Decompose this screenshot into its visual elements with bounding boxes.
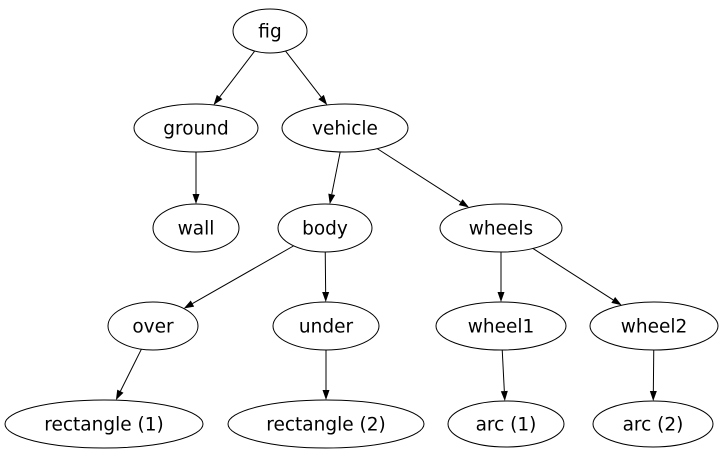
edge-fig-ground (214, 51, 255, 105)
edge-line (285, 51, 321, 97)
node-wheel2: wheel2 (590, 302, 718, 350)
arrowhead-icon (328, 194, 335, 204)
node-ground: ground (134, 104, 258, 152)
node-arc1: arc (1) (448, 401, 564, 447)
edge-line (377, 149, 460, 203)
edge-line (192, 246, 293, 304)
node-fig-label: fig (258, 21, 281, 42)
arrowhead-icon (193, 194, 200, 204)
node-rect1-label: rectangle (1) (44, 414, 163, 435)
edge-line (502, 350, 504, 391)
node-wheels-label: wheels (469, 218, 533, 239)
edge-vehicle-body (328, 152, 340, 204)
node-wheel2-label: wheel2 (621, 316, 688, 337)
edge-line (533, 248, 613, 299)
node-rect2-label: rectangle (2) (266, 414, 385, 435)
node-rect1: rectangle (1) (5, 400, 203, 448)
edge-body-over (184, 246, 294, 309)
node-fig: fig (233, 9, 307, 53)
edge-wheel2-arc2 (650, 350, 657, 401)
edge-line (220, 51, 255, 97)
edge-wheel1-arc1 (501, 350, 508, 401)
edge-over-rect1 (116, 349, 141, 400)
edge-fig-vehicle (285, 51, 327, 105)
node-wheel1: wheel1 (436, 302, 566, 350)
arrowhead-icon (318, 95, 327, 105)
node-over-label: over (132, 316, 174, 337)
arrowhead-icon (184, 300, 194, 308)
node-over: over (108, 302, 198, 350)
edge-line (120, 349, 141, 391)
edge-under-rect2 (323, 350, 330, 400)
edge-body-under (322, 252, 329, 302)
node-under-label: under (299, 316, 354, 337)
node-arc1-label: arc (1) (476, 414, 537, 435)
edge-vehicle-wheels (377, 149, 469, 208)
arrowhead-icon (116, 390, 124, 401)
node-wheels: wheels (440, 204, 562, 252)
node-body-label: body (302, 218, 348, 239)
node-vehicle: vehicle (282, 104, 408, 152)
edge-wheels-wheel2 (533, 248, 622, 305)
arrowhead-icon (459, 199, 469, 207)
arrowhead-icon (650, 391, 657, 401)
arrowhead-icon (323, 390, 330, 400)
node-ground-label: ground (163, 118, 228, 139)
arrowhead-icon (498, 292, 505, 302)
node-body: body (278, 204, 372, 252)
arrowhead-icon (501, 391, 508, 401)
edge-wheels-wheel1 (498, 252, 505, 302)
node-arc2-label: arc (2) (623, 414, 684, 435)
node-vehicle-label: vehicle (312, 118, 378, 139)
arrowhead-icon (322, 292, 329, 302)
node-arc2: arc (2) (593, 401, 713, 447)
edge-line (332, 152, 340, 194)
node-wheel1-label: wheel1 (468, 316, 535, 337)
node-under: under (273, 302, 379, 350)
node-wall: wall (153, 204, 239, 252)
node-rect2: rectangle (2) (228, 400, 424, 448)
arrowhead-icon (214, 95, 223, 105)
arrowhead-icon (611, 297, 621, 305)
node-wall-label: wall (178, 218, 215, 239)
edge-ground-wall (193, 152, 200, 204)
